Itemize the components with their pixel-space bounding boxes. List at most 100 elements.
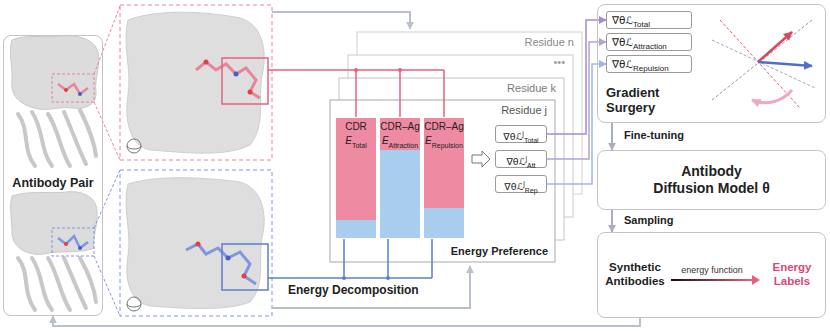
zoom-panel-cdr (120, 5, 272, 160)
antibody-illustration (80, 110, 96, 156)
node-text: CDR–Ag (424, 118, 464, 133)
decomposition-lines (342, 276, 346, 280)
node-text: ••• (553, 56, 565, 68)
energy-function-arrow (752, 275, 760, 285)
antibody-illustration (64, 88, 68, 92)
node-text: ∇θℒ (612, 58, 633, 70)
zoom-panel-cdr (204, 60, 209, 65)
antibody-illustration (10, 36, 98, 110)
node-text: ∇θℒ (612, 36, 633, 48)
node-text: j (522, 130, 524, 137)
node-text: Antibody Diffusion Model θ (651, 163, 773, 197)
connector (611, 210, 613, 232)
antibody-illustration (18, 258, 35, 310)
antibody-illustration (52, 74, 94, 102)
gradient-box: ∇θℒAttraction (606, 33, 692, 51)
node-text: Total (352, 142, 367, 149)
node-text: Energy Preference (451, 245, 548, 257)
node-text: ∇θℒ (506, 156, 525, 167)
zoom-panel-cdr (126, 12, 264, 153)
energy-function-arrow (671, 279, 752, 281)
node-text: Att (527, 162, 536, 169)
section-label: Energy Decomposition (288, 283, 419, 297)
node-text: ∇θℒ (612, 14, 633, 26)
node-text: ∇θℒ (503, 131, 522, 142)
node-text: E (345, 135, 352, 146)
gradient-vectors (758, 62, 812, 66)
gradient-vectors (712, 40, 815, 88)
node-text: CDR (336, 118, 376, 133)
node-text: Total (524, 137, 539, 144)
connector (611, 123, 613, 150)
zoom-panel-cdr-ag (127, 304, 141, 307)
gradient-box: ∇θℒRepulsion (606, 55, 692, 73)
zoom-panel-cdr-ag (222, 244, 268, 290)
antibody-illustration (18, 258, 96, 310)
antibody-illustration (18, 110, 96, 166)
antibody-illustration (94, 256, 120, 316)
antibody-illustration (32, 258, 52, 310)
decomposition-lines (268, 239, 432, 278)
node-text: CDR–Ag (380, 118, 420, 133)
zoom-panel-cdr (127, 146, 141, 149)
node-text: Residue k (507, 82, 556, 94)
node-text: Attraction (633, 42, 667, 51)
decomposition-lines (354, 68, 358, 72)
energy-bar: CDR–AgERepulsion (424, 118, 464, 238)
gradient-vectors (758, 32, 792, 62)
edge-label: Sampling (624, 214, 674, 226)
node-text: Attraction (389, 142, 419, 149)
gradient-box: ∇θℒjRep (495, 175, 547, 193)
zoom-panel-cdr (196, 62, 260, 98)
energy-function-arrow (671, 275, 760, 285)
zoom-panel-cdr (222, 58, 268, 104)
residue-card: Residue jEnergy PreferenceCDRETotalCDR–A… (330, 100, 555, 262)
zoom-panel-cdr-ag (120, 170, 272, 316)
node-text: Residue n (524, 36, 574, 48)
panel: Antibody Pair (3, 35, 103, 316)
node-text: Total (633, 20, 650, 29)
residue-cards (472, 151, 490, 167)
zoom-panel-cdr-ag (196, 242, 201, 247)
node-text: j (523, 180, 525, 187)
decomposition-lines (268, 68, 444, 280)
antibody-illustration (11, 192, 97, 255)
gradient-vectors (712, 20, 812, 100)
antibody-illustration (10, 6, 120, 316)
zoom-panel-cdr-ag (186, 244, 256, 284)
node-text: Residue j (501, 104, 547, 116)
residue-cards (330, 32, 582, 262)
antibody-illustration (78, 246, 82, 250)
node-text: Antibody Pair (4, 176, 102, 190)
node-text: energy function (670, 265, 754, 275)
decomposition-lines (386, 276, 390, 280)
zoom-panel-cdr-ag (127, 297, 141, 311)
antibody-illustration (78, 92, 82, 96)
zoom-panel-cdr-ag (242, 274, 247, 279)
antibody-illustration (94, 6, 120, 74)
gradient-vectors (712, 20, 815, 108)
gradient-box: ∇θℒjTotal (495, 125, 547, 143)
energy-bar: CDR ETotal (336, 118, 376, 238)
zoom-panel-cdr-ag (126, 178, 264, 309)
antibody-illustration (64, 242, 68, 246)
node-text: j (525, 155, 527, 162)
edge-label: Fine-tuning (624, 129, 684, 141)
antibody-illustration (58, 236, 88, 248)
antibody-illustration (58, 84, 88, 94)
model-box: Antibody Diffusion Model θ (597, 150, 826, 210)
antibody-illustration (94, 102, 120, 160)
antibody-illustration (94, 170, 120, 228)
zoom-panel-cdr (127, 139, 141, 153)
zoom-panel-cdr (234, 72, 239, 77)
zoom-panel-cdr (248, 90, 253, 95)
flow-arrows (272, 12, 470, 308)
decomposition-lines (268, 70, 444, 117)
node-text: Gradient Surgery (606, 85, 696, 115)
decomposition-lines (398, 68, 402, 72)
antibody-illustration (80, 258, 96, 302)
panel: Synthetic Antibodiesenergy functionEnerg… (597, 232, 826, 318)
node-text: Repulsion (432, 142, 463, 149)
node-text: Repulsion (633, 64, 669, 73)
antibody-illustration (32, 112, 52, 166)
